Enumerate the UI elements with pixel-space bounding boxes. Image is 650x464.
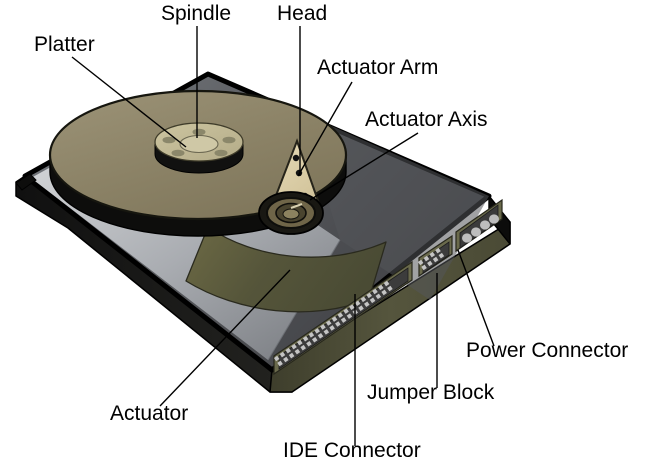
axis-pivot-notch xyxy=(290,203,303,209)
label-platter: Platter xyxy=(34,33,95,56)
platter-leader xyxy=(71,56,187,148)
jumper-pins xyxy=(417,247,445,271)
spindle-assembly xyxy=(154,122,244,174)
spindle-center-bore xyxy=(179,134,219,154)
power-pin xyxy=(471,227,481,237)
label-power-connector: Power Connector xyxy=(466,339,628,362)
ide-pins xyxy=(273,280,393,367)
labels-group: Platter Spindle Head Actuator Arm Actuat… xyxy=(34,2,628,462)
spindle-screw-hole xyxy=(222,136,236,144)
spindle-screw-hole xyxy=(214,149,228,157)
label-ide-connector: IDE Connector xyxy=(283,439,421,462)
label-head: Head xyxy=(277,2,327,25)
jumper-block xyxy=(417,234,453,278)
head-element xyxy=(292,154,300,162)
label-actuator: Actuator xyxy=(110,402,188,425)
power-pin xyxy=(489,214,499,224)
spindle-screw-hole xyxy=(192,128,206,136)
leader-lines xyxy=(71,26,495,446)
actuator-axis-assembly xyxy=(258,191,324,235)
label-actuator-arm: Actuator Arm xyxy=(317,56,438,79)
label-spindle: Spindle xyxy=(161,2,231,25)
power-pin xyxy=(480,220,490,230)
actuator-axis-leader xyxy=(309,132,419,201)
power-connector xyxy=(455,198,503,253)
power-pin xyxy=(462,233,472,243)
actuator-arm-leader xyxy=(297,81,353,177)
chassis-left-notch xyxy=(15,173,37,191)
power-connector-leader xyxy=(457,249,495,347)
label-actuator-axis: Actuator Axis xyxy=(365,108,488,131)
spindle-screw-hole xyxy=(171,149,185,157)
ide-connector xyxy=(273,260,413,376)
label-jumper-block: Jumper Block xyxy=(367,381,495,404)
spindle-screw-hole xyxy=(162,136,176,144)
axis-core xyxy=(282,208,300,220)
actuator-leader xyxy=(159,269,291,407)
